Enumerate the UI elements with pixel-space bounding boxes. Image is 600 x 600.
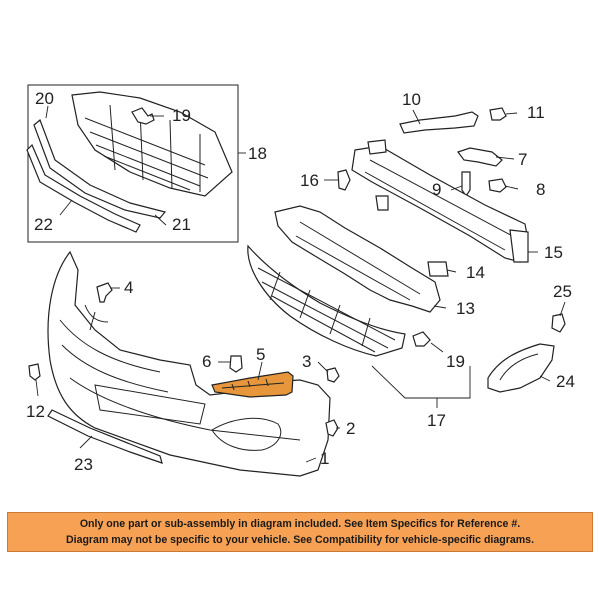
callout-18: 18: [248, 144, 267, 163]
callout-8: 8: [536, 180, 545, 199]
callout-9: 9: [432, 180, 441, 199]
callout-24: 24: [556, 372, 575, 391]
callout-7: 7: [518, 150, 527, 169]
callout-4: 4: [124, 278, 133, 297]
bracket-7: [457, 147, 503, 167]
callout-23: 23: [74, 455, 93, 474]
reinforcement-beam-15: [351, 139, 529, 263]
notice-banner: Only one part or sub-assembly in diagram…: [7, 512, 593, 552]
callout-16: 16: [300, 171, 319, 190]
leader-lines: [35, 105, 566, 463]
callout-19-upper: 19: [172, 106, 191, 125]
callout-3: 3: [302, 352, 311, 371]
callout-5: 5: [256, 345, 265, 364]
lower-grille-17: [247, 244, 406, 357]
callout-19-lower: 19: [446, 352, 465, 371]
callout-15: 15: [544, 243, 563, 262]
energy-absorber-13: [274, 205, 441, 313]
fasteners: [28, 107, 566, 437]
grille-assembly-box: [26, 84, 246, 243]
callout-22: 22: [34, 215, 53, 234]
notice-line-2: Diagram may not be specific to your vehi…: [65, 534, 535, 546]
highlighted-molding-5: [211, 371, 294, 398]
bracket-10: [399, 111, 479, 134]
callout-17: 17: [427, 411, 446, 430]
fog-lamp-cover-24: [487, 343, 555, 393]
callout-6: 6: [202, 352, 211, 371]
callout-11: 11: [527, 103, 545, 122]
callout-12: 12: [26, 402, 45, 421]
retainer-14: [427, 261, 449, 277]
callout-21: 21: [172, 215, 191, 234]
callout-13: 13: [456, 299, 475, 318]
callout-2: 2: [346, 419, 355, 438]
callout-20: 20: [35, 89, 54, 108]
callout-10: 10: [402, 90, 421, 109]
bumper-cover: [47, 250, 331, 477]
callout-1: 1: [320, 449, 329, 468]
callout-25: 25: [553, 282, 572, 301]
lower-molding-23: [47, 409, 163, 464]
notice-line-1: Only one part or sub-assembly in diagram…: [79, 518, 521, 530]
callout-14: 14: [466, 263, 485, 282]
